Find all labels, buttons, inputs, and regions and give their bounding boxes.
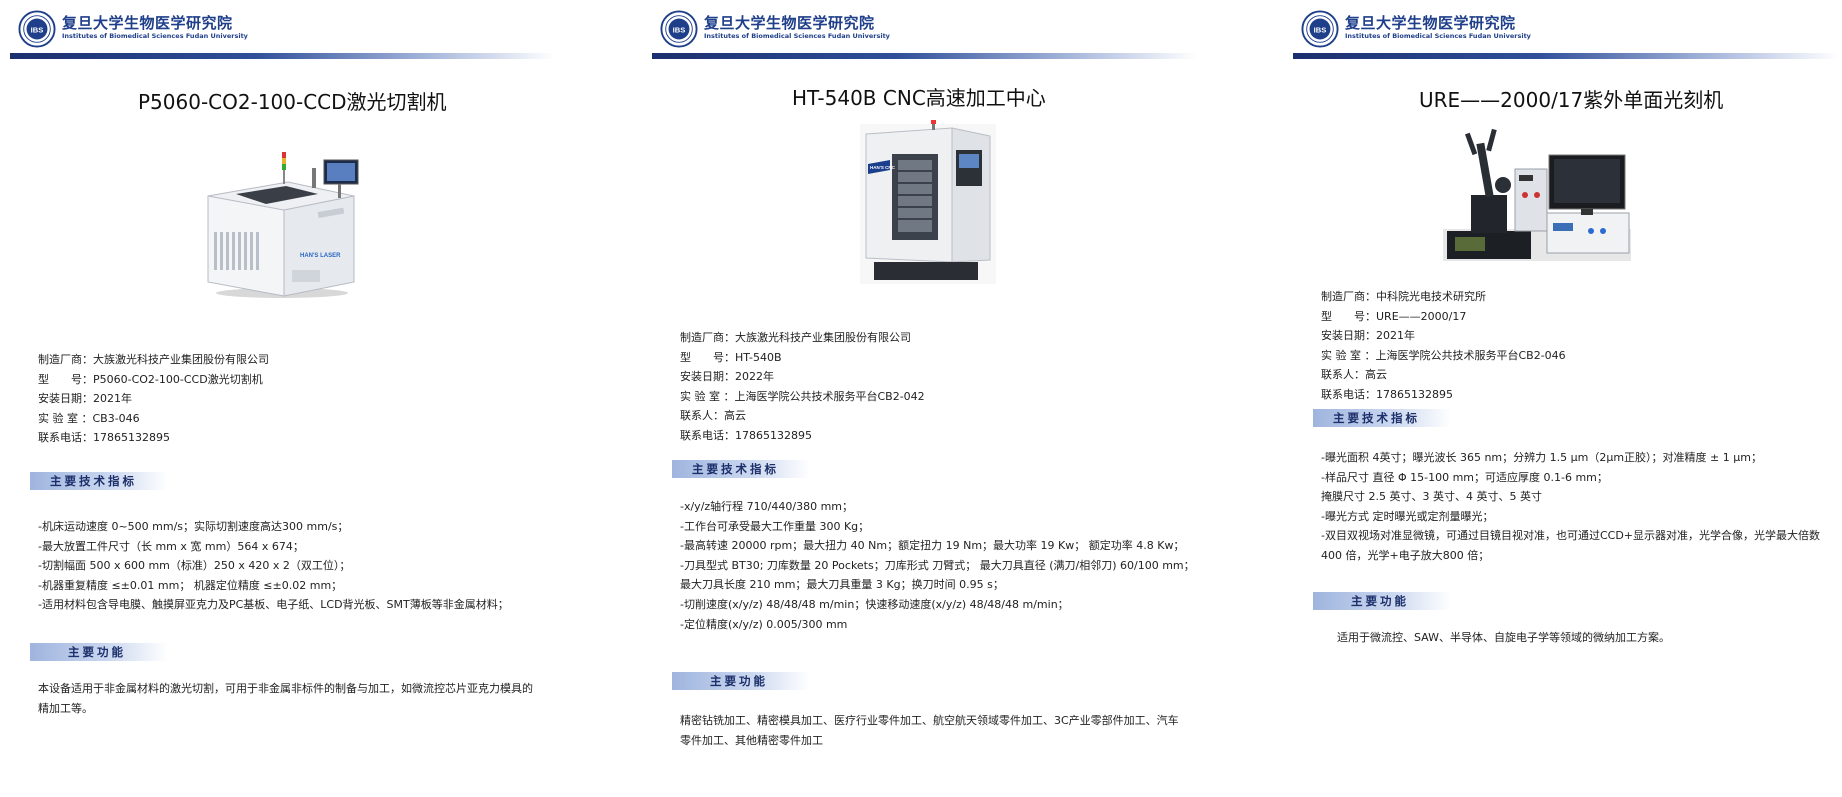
laser-cutter-image: HAN'S LASER [207, 152, 359, 298]
tech-spec-item: -最高转速 20000 rpm；最大扭力 40 Nm；额定扭力 19 Nm；最大… [680, 539, 1185, 553]
slide-laser-cutter: IBS 复旦大学生物医学研究院 Institutes of Biomedical… [0, 0, 600, 797]
tech-spec-heading: 主要技术指标 [30, 472, 168, 490]
spec-model: 型 号：URE——2000/17 [1321, 309, 1467, 323]
tech-spec-item: -定位精度(x/y/z) 0.005/300 mm [680, 617, 848, 631]
header-divider [652, 53, 1197, 59]
spec-lab: 实 验 室 ：上海医学院公共技术服务平台CB2-042 [680, 389, 925, 403]
institute-name-en: Institutes of Biomedical Sciences Fudan … [1345, 32, 1531, 40]
institute-name-cn: 复旦大学生物医学研究院 [704, 14, 875, 32]
spec-phone: 联系电话：17865132895 [38, 431, 170, 445]
function-heading: 主要功能 [30, 643, 168, 661]
function-line: 精密钻铣加工、精密模具加工、医疗行业零件加工、航空航天领域零件加工、3C产业零部… [680, 714, 1179, 727]
function-text: 适用于微流控、SAW、半导体、自旋电子学等领域的微纳加工方案。 [1337, 628, 1670, 648]
header-divider [10, 53, 555, 59]
spec-lab: 实 验 室 ：上海医学院公共技术服务平台CB2-046 [1321, 348, 1566, 362]
tech-spec-item: -刀具型式 BT30; 刀库数量 20 Pockets；刀库形式 刀臂式； 最大… [680, 558, 1195, 572]
function-line: 零件加工、其他精密零件加工 [680, 733, 823, 747]
svg-text:IBS: IBS [1314, 25, 1327, 34]
svg-text:IBS: IBS [31, 25, 44, 34]
spec-model: 型 号：P5060-CO2-100-CCD激光切割机 [38, 372, 263, 386]
function-line: 适用于微流控、SAW、半导体、自旋电子学等领域的微纳加工方案。 [1337, 631, 1670, 644]
tech-spec-list: -机床运动速度 0~500 mm/s；实际切割速度高达300 mm/s； -最大… [38, 517, 509, 615]
equipment-title: HT-540B CNC高速加工中心 [792, 86, 1046, 110]
spec-phone: 联系电话：17865132895 [680, 428, 812, 442]
header-divider [1293, 53, 1838, 59]
spec-lab: 实 验 室 ：CB3-046 [38, 411, 140, 425]
lithography-machine-image [1443, 128, 1631, 261]
tech-spec-item: 400 倍，光学+电子放大800 倍； [1321, 548, 1490, 562]
institute-name-cn: 复旦大学生物医学研究院 [62, 14, 233, 32]
tech-spec-item: 最大刀具长度 210 mm；最大刀具重量 3 Kg；换刀时间 0.95 s； [680, 578, 1004, 592]
spec-phone: 联系电话：17865132895 [1321, 387, 1453, 401]
tech-spec-list: -曝光面积 4英寸；曝光波长 365 nm；分辨力 1.5 μm（2μm正胶）；… [1321, 448, 1820, 566]
tech-spec-item: -曝光面积 4英寸；曝光波长 365 nm；分辨力 1.5 μm（2μm正胶）；… [1321, 451, 1762, 464]
spec-manufacturer: 制造厂商：大族激光科技产业集团股份有限公司 [680, 331, 911, 344]
institute-logo-icon: IBS [660, 10, 698, 48]
spec-install-date: 安装日期：2021年 [38, 392, 132, 406]
slide-cnc-center: IBS 复旦大学生物医学研究院 Institutes of Biomedical… [642, 0, 1242, 797]
institute-name-cn: 复旦大学生物医学研究院 [1345, 14, 1516, 32]
tech-spec-item: -切割幅面 500 x 600 mm（标准）250 x 420 x 2（双工位）… [38, 559, 351, 573]
tech-spec-item: -x/y/z轴行程 710/440/380 mm； [680, 500, 853, 513]
institute-header: IBS 复旦大学生物医学研究院 Institutes of Biomedical… [1293, 8, 1838, 60]
svg-text:IBS: IBS [673, 25, 686, 34]
function-text: 本设备适用于非金属材料的激光切割，可用于非金属非标件的制备与加工，如微流控芯片亚… [38, 679, 533, 718]
spec-contact: 联系人：高云 [1321, 368, 1387, 382]
institute-name-en: Institutes of Biomedical Sciences Fudan … [704, 32, 890, 40]
svg-text:HAN'S CNC: HAN'S CNC [870, 165, 896, 170]
institute-logo-icon: IBS [1301, 10, 1339, 48]
tech-spec-item: -机床运动速度 0~500 mm/s；实际切割速度高达300 mm/s； [38, 520, 349, 533]
spec-model: 型 号：HT-540B [680, 350, 782, 364]
tech-spec-list: -x/y/z轴行程 710/440/380 mm； -工作台可承受最大工作重量 … [680, 497, 1195, 634]
institute-header: IBS 复旦大学生物医学研究院 Institutes of Biomedical… [10, 8, 555, 60]
spec-list: 制造厂商：中科院光电技术研究所 型 号：URE——2000/17 安装日期：20… [1321, 287, 1566, 405]
spec-install-date: 安装日期：2022年 [680, 370, 774, 384]
spec-contact: 联系人：高云 [680, 409, 746, 423]
tech-spec-item: -曝光方式 定时曝光或定剂量曝光； [1321, 509, 1494, 523]
function-heading: 主要功能 [1313, 592, 1451, 610]
spec-install-date: 安装日期：2021年 [1321, 329, 1415, 343]
spec-list: 制造厂商：大族激光科技产业集团股份有限公司 型 号：HT-540B 安装日期：2… [680, 328, 925, 446]
institute-name-en: Institutes of Biomedical Sciences Fudan … [62, 32, 248, 40]
function-line: 精加工等。 [38, 701, 93, 715]
institute-header: IBS 复旦大学生物医学研究院 Institutes of Biomedical… [652, 8, 1197, 60]
tech-spec-item: -切削速度(x/y/z) 48/48/48 m/min；快速移动速度(x/y/z… [680, 597, 1069, 611]
spec-manufacturer: 制造厂商：大族激光科技产业集团股份有限公司 [38, 353, 269, 366]
equipment-title: URE——2000/17紫外单面光刻机 [1419, 88, 1724, 112]
tech-spec-item: -双目双视场对准显微镜，可通过目镜目视对准，也可通过CCD+显示器对准，光学合像… [1321, 529, 1821, 543]
tech-spec-item: -适用材料包含导电膜、触摸屏亚克力及PC基板、电子纸、LCD背光板、SMT薄板等… [38, 598, 509, 612]
tech-spec-item: -工作台可承受最大工作重量 300 Kg； [680, 519, 870, 533]
spec-list: 制造厂商：大族激光科技产业集团股份有限公司 型 号：P5060-CO2-100-… [38, 350, 269, 448]
slide-uv-lithography: IBS 复旦大学生物医学研究院 Institutes of Biomedical… [1283, 0, 1842, 797]
function-line: 本设备适用于非金属材料的激光切割，可用于非金属非标件的制备与加工，如微流控芯片亚… [38, 682, 533, 695]
tech-spec-heading: 主要技术指标 [1313, 409, 1451, 427]
tech-spec-item: -样品尺寸 直径 Φ 15-100 mm；可适应厚度 0.1-6 mm； [1321, 470, 1608, 484]
tech-spec-item: -最大放置工件尺寸（长 mm x 宽 mm）564 x 674； [38, 539, 304, 553]
tech-spec-item: 掩膜尺寸 2.5 英寸、3 英寸、4 英寸、5 英寸 [1321, 490, 1542, 504]
function-text: 精密钻铣加工、精密模具加工、医疗行业零件加工、航空航天领域零件加工、3C产业零部… [680, 711, 1179, 750]
tech-spec-item: -机器重复精度 ≤±0.01 mm； 机器定位精度 ≤±0.02 mm； [38, 578, 343, 592]
equipment-title: P5060-CO2-100-CCD激光切割机 [138, 90, 447, 114]
tech-spec-heading: 主要技术指标 [672, 460, 810, 478]
cnc-machine-image: HAN'S CNC [860, 120, 996, 284]
institute-logo-icon: IBS [18, 10, 56, 48]
spec-manufacturer: 制造厂商：中科院光电技术研究所 [1321, 290, 1486, 303]
function-heading: 主要功能 [672, 672, 810, 690]
svg-text:HAN'S LASER: HAN'S LASER [300, 253, 341, 259]
